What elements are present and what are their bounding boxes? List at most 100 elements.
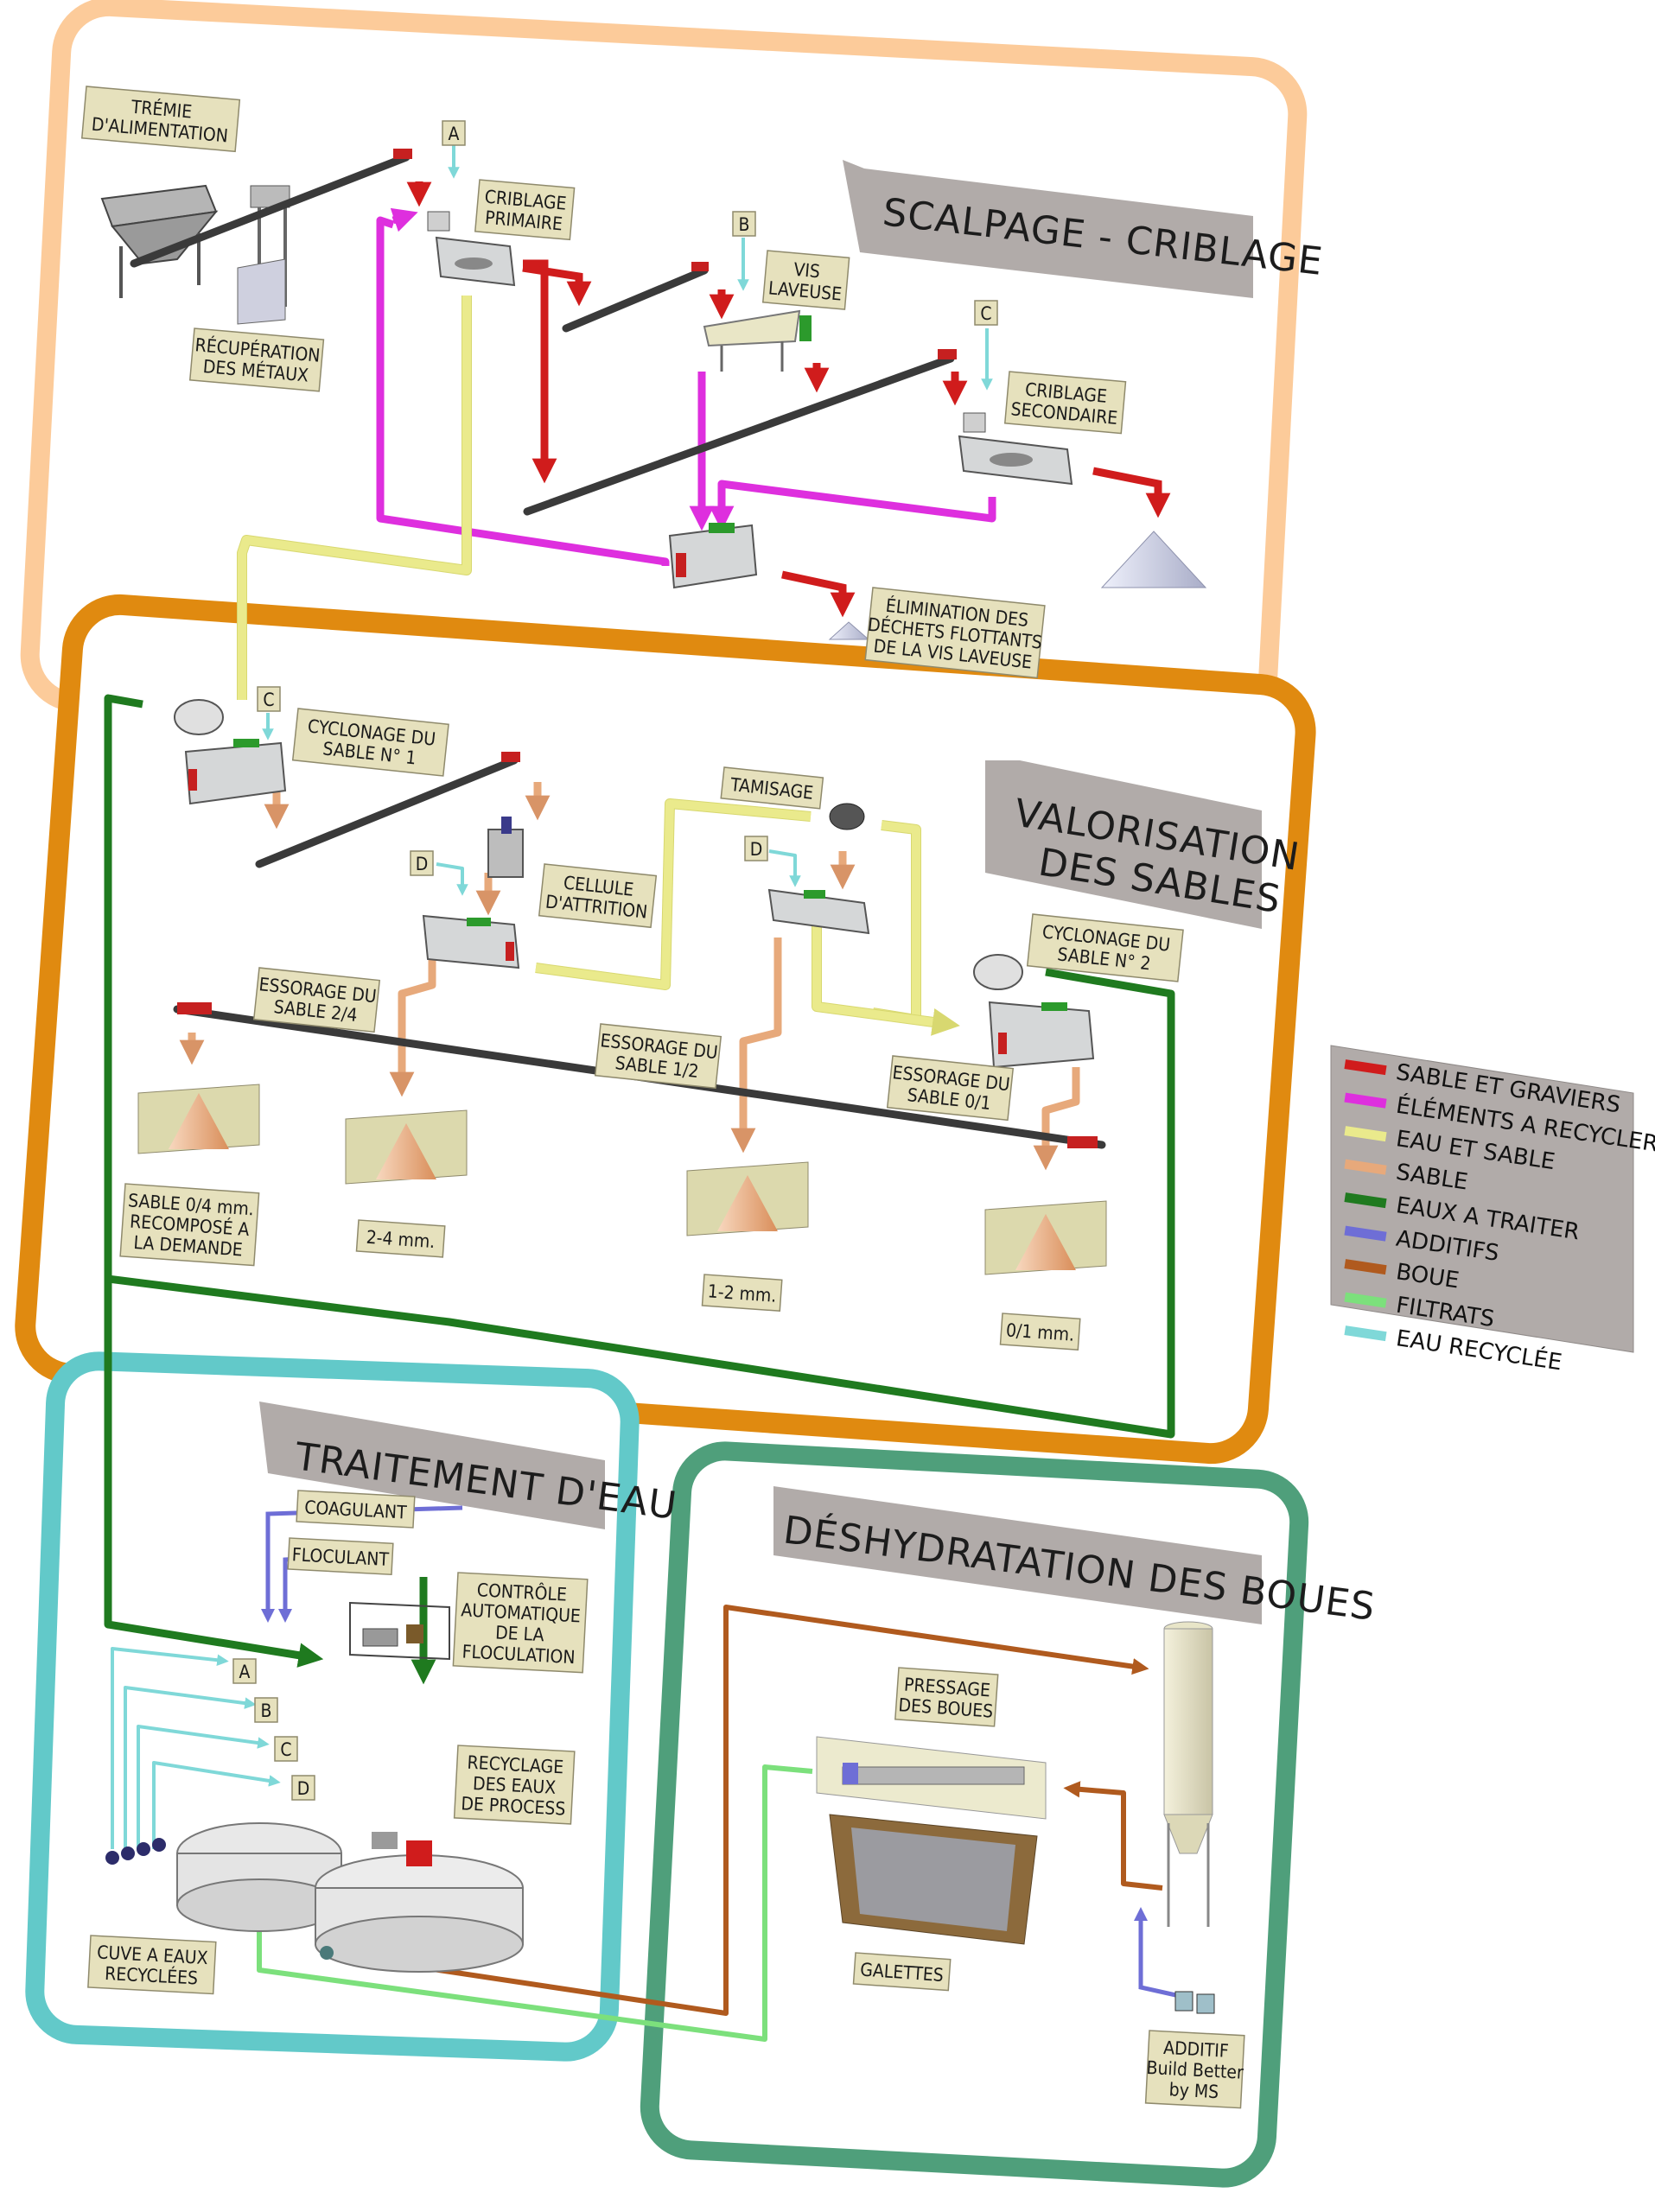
legend-swatch (1344, 1192, 1387, 1209)
pumps-icon (105, 1838, 334, 1960)
legend-swatch (1344, 1225, 1387, 1242)
svg-text:C: C (263, 690, 274, 710)
letter-tag-a: A (442, 120, 466, 146)
silo-icon (1163, 1621, 1213, 1927)
label-line: 2-4 mm. (366, 1227, 436, 1252)
svg-text:B: B (261, 1700, 272, 1721)
svg-text:B: B (739, 214, 750, 235)
label-line: TRÉMIE (130, 96, 193, 123)
flocculation-unit-icon (349, 1601, 450, 1661)
legend-swatch (1344, 1126, 1387, 1142)
label-galettes: GALETTES (852, 1952, 952, 1992)
primary-screen-icon (427, 211, 516, 287)
svg-text:D: D (750, 839, 763, 860)
label-line: 0/1 mm. (1005, 1319, 1075, 1344)
label-s12: 1-2 mm. (701, 1274, 783, 1312)
zone-deshydratation (640, 1441, 1309, 2188)
svg-text:D: D (416, 854, 429, 874)
waste-pile-icon (828, 621, 870, 640)
label-line: DE LA (495, 1622, 545, 1645)
pipes-eau-sable (237, 296, 960, 1036)
letter-tag-d: D (291, 1775, 315, 1801)
label-line: DES EAUX (473, 1773, 557, 1798)
label-sable04: SABLE 0/4 mm.RECOMPOSÉ ALA DEMANDE (119, 1183, 260, 1267)
gravel-pile-icon (1100, 531, 1207, 588)
additive-containers-icon (1174, 1991, 1215, 2014)
pipes-filtrats (251, 1764, 813, 2042)
legend-swatch (1344, 1059, 1387, 1076)
cyclone-d1-icon (422, 914, 520, 969)
label-line: 1-2 mm. (707, 1281, 777, 1306)
label-line: CONTRÔLE (476, 1579, 567, 1605)
label-line: by MS (1168, 2079, 1219, 2102)
sand-bin-24-icon (345, 1109, 468, 1185)
svg-text:D: D (297, 1778, 310, 1799)
sand-bin-04-icon (137, 1084, 260, 1154)
label-s24: 2-4 mm. (355, 1219, 446, 1258)
pipes-sable-graviers (406, 181, 1171, 618)
attrition-cell-icon (487, 817, 524, 878)
label-coagulant: COAGULANT (296, 1490, 416, 1529)
letter-tag-b: B (254, 1697, 278, 1723)
svg-text:C: C (280, 1739, 291, 1760)
sand-bin-12-icon (686, 1161, 809, 1236)
recycled-water-tank-icon (176, 1822, 342, 1932)
legend-swatch (1344, 1325, 1387, 1342)
label-line: RECYCLAGE (467, 1752, 564, 1778)
filter-press-icon (816, 1736, 1047, 1945)
letter-tag-d: D (744, 836, 768, 861)
label-tamisage: TAMISAGE (720, 766, 824, 810)
washing-screw-icon (703, 309, 812, 372)
letter-tag-c: C (274, 1736, 298, 1762)
svg-text:A: A (449, 124, 460, 144)
waste-unit-icon (668, 523, 758, 589)
process-water-tank-icon (315, 1832, 524, 1973)
sieve-icon (767, 803, 870, 935)
sand-bin-01-icon (984, 1200, 1107, 1275)
legend-swatch (1344, 1159, 1387, 1175)
svg-text:A: A (239, 1662, 251, 1682)
label-line: RECYCLÉES (105, 1962, 199, 1989)
hopper-icon (100, 184, 219, 298)
label-floculant: FLOCULANT (287, 1537, 394, 1576)
label-line: FLOCULANT (291, 1544, 390, 1570)
cyclone-1-icon (174, 699, 287, 805)
letter-tag-c: C (257, 686, 281, 712)
legend-swatch (1344, 1292, 1387, 1308)
label-line: VIS (792, 259, 820, 283)
label-line: Build Better (1146, 2057, 1244, 2083)
label-s01: 0/1 mm. (999, 1313, 1081, 1351)
label-line: ADDITIF (1163, 2037, 1230, 2062)
pipes-elements-recycler (376, 207, 996, 566)
letter-tag-d: D (410, 850, 434, 876)
pipes-eau-recyclee (111, 143, 993, 1849)
letter-tag-c: C (974, 300, 998, 326)
legend-swatch (1344, 1092, 1387, 1109)
svg-text:C: C (980, 303, 991, 324)
pipes-boue (352, 1605, 1163, 2016)
letter-tag-a: A (232, 1658, 257, 1684)
legend-swatch (1344, 1259, 1387, 1275)
cyclone-2-icon (973, 954, 1095, 1069)
letter-tag-b: B (732, 211, 756, 237)
